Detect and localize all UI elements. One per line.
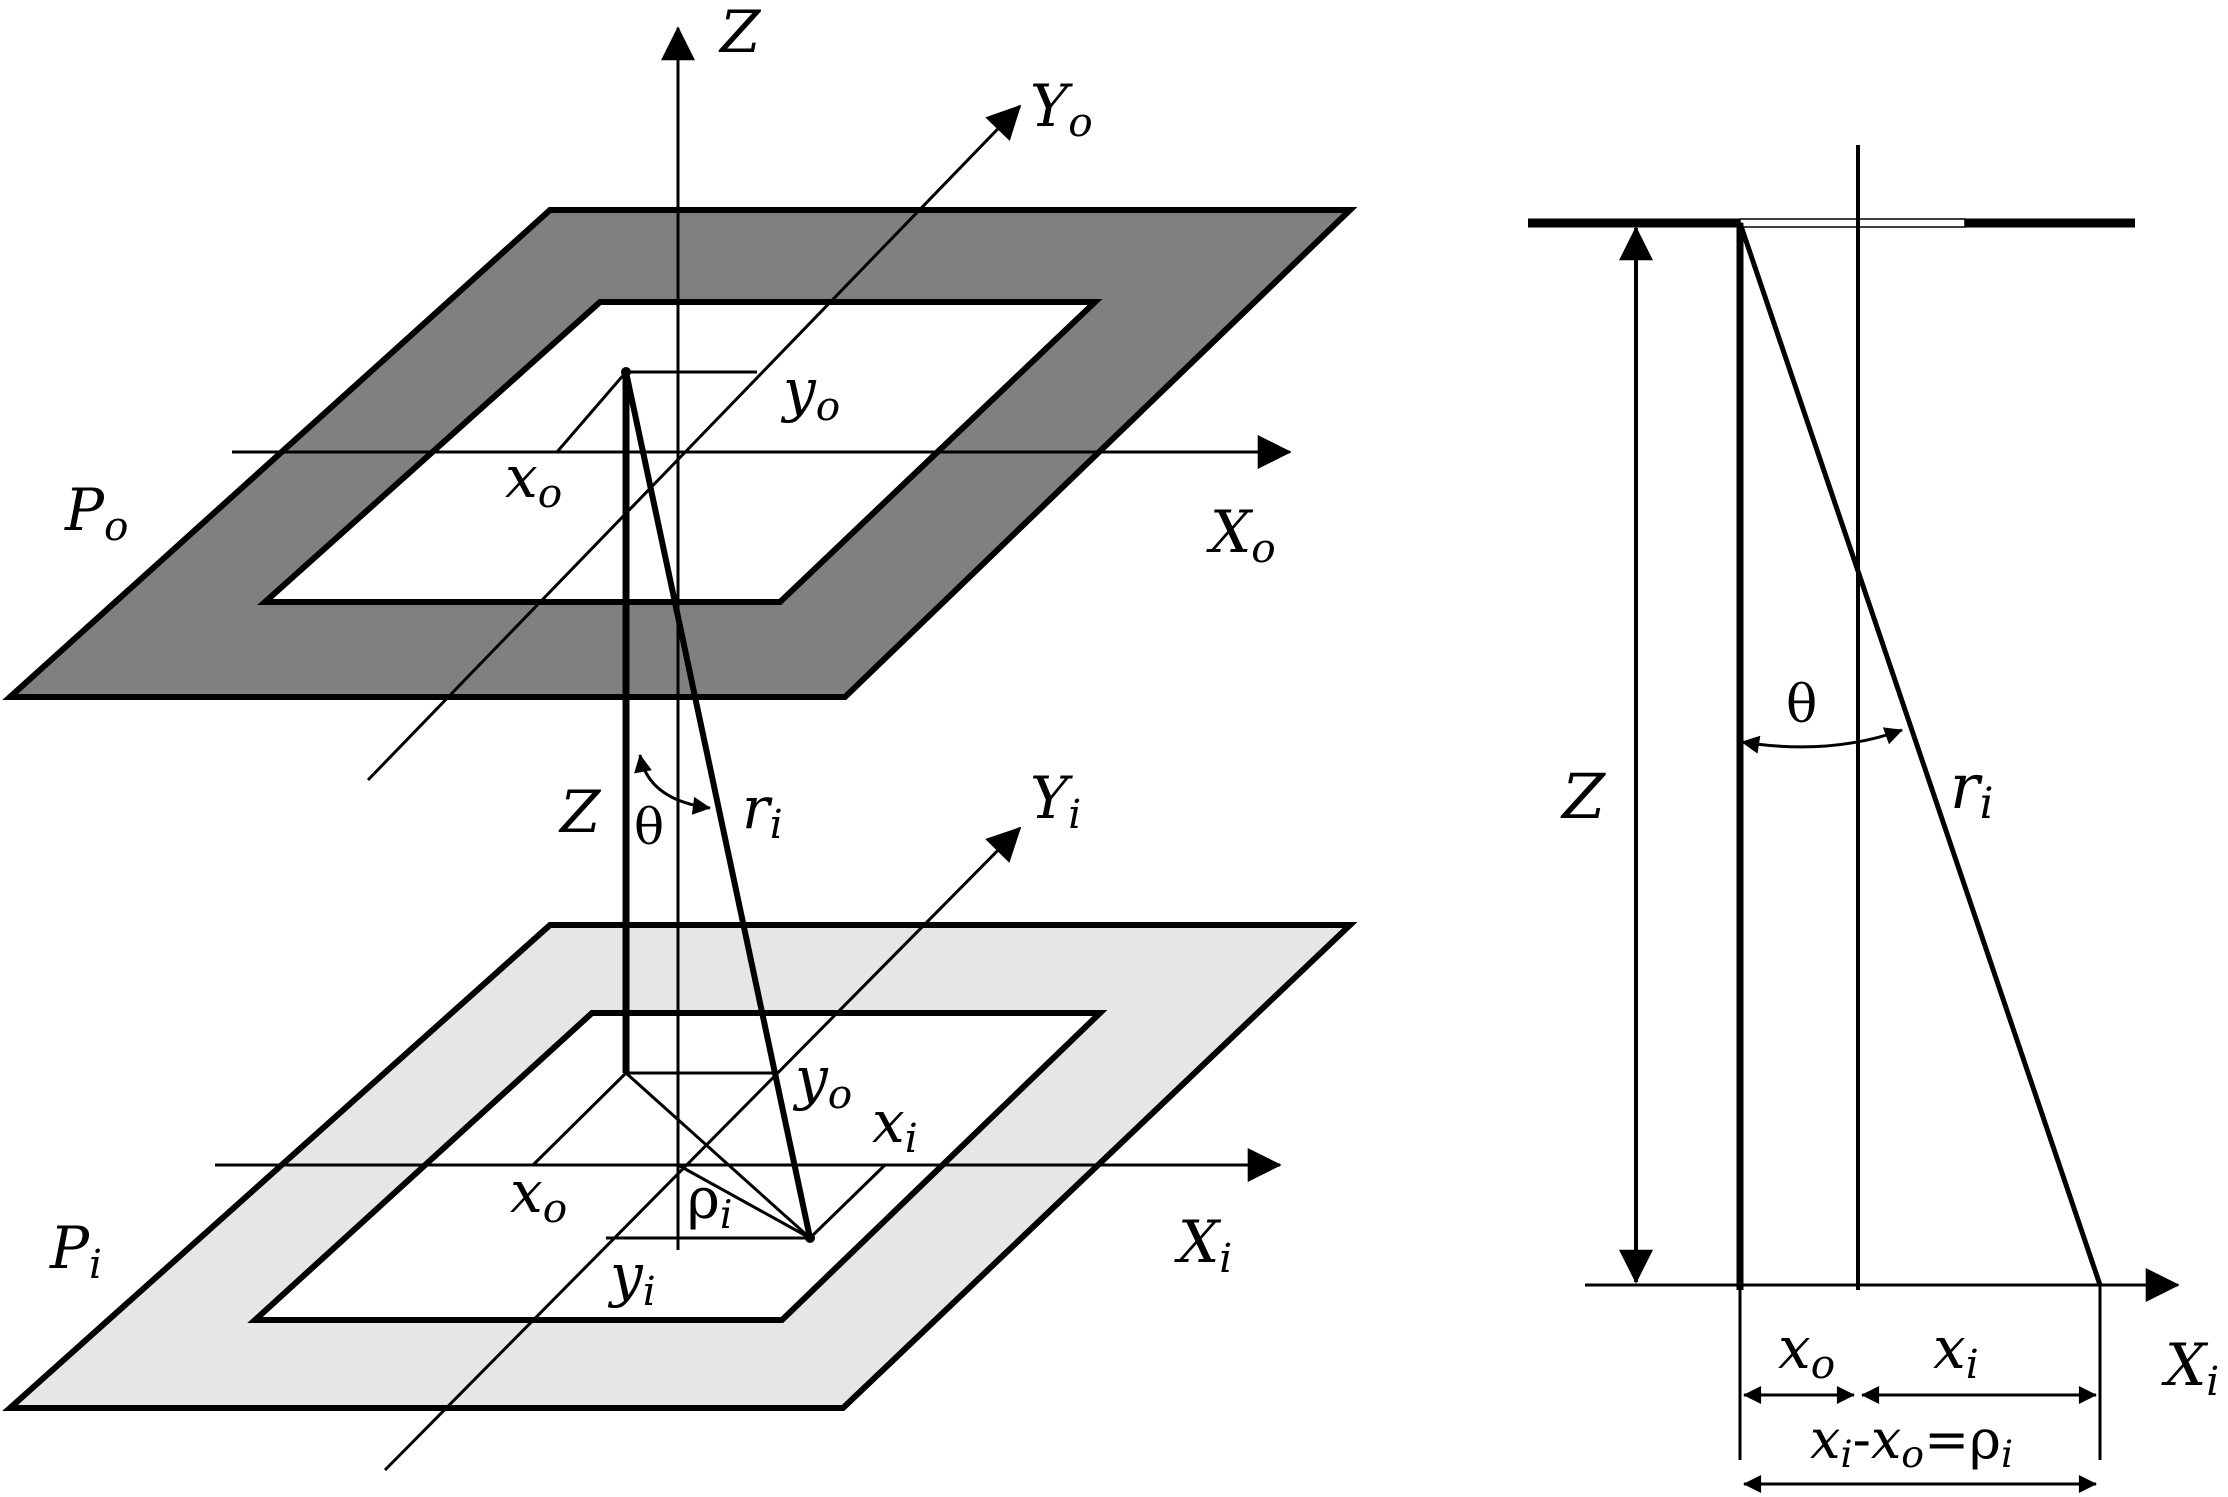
label-theta-left: θ [634, 798, 664, 856]
ray-ri-right [1737, 222, 2103, 1286]
label-xi-bottom: xi [872, 1088, 918, 1162]
diag-to-point [624, 1071, 812, 1240]
label-yi-axis: Yi [1030, 764, 1081, 838]
label-xi-axis: Xi [1174, 1208, 1232, 1282]
xo-projection-top [555, 371, 628, 453]
rho-line [677, 1163, 811, 1240]
label-ri-left: ri [742, 774, 783, 848]
label-z-axis: Z [718, 0, 762, 66]
theta-arc-right [1741, 727, 1903, 754]
xo-projection-bottom [531, 1071, 628, 1167]
ray-ri [623, 371, 813, 1239]
label-z-right: Z [1560, 760, 1606, 833]
label-yo-top: yo [780, 356, 840, 430]
label-xo-bottom: xo [510, 1158, 567, 1232]
label-yo-bottom: yo [792, 1044, 852, 1118]
xi-projection [808, 1163, 887, 1240]
label-xo-axis: Xo [1206, 498, 1276, 572]
theta-arc-left [634, 754, 711, 815]
source-point [621, 367, 631, 377]
label-pi-plane: Pi [49, 1214, 102, 1288]
label-rho-bottom: ρi [687, 1167, 732, 1238]
side-view [1528, 145, 2180, 1493]
label-ri-right: ri [1950, 750, 1994, 829]
label-xi-right: xi [1933, 1314, 1979, 1388]
yi-axis [383, 826, 1022, 1472]
label-xo-top: xo [505, 443, 562, 517]
label-z-left: Z [558, 778, 602, 846]
label-yi-bottom: yi [607, 1241, 656, 1315]
label-po-plane: Po [64, 476, 128, 550]
label-theta-right: θ [1786, 675, 1817, 735]
label-xo-right: xo [1778, 1314, 1835, 1388]
label-xi-axis-right: Xi [2161, 1331, 2219, 1405]
label-formula: xi-xo=ρi [1810, 1408, 2013, 1476]
image-point [805, 1233, 815, 1243]
aperture-gap [1739, 218, 1966, 228]
yo-axis [366, 104, 1022, 782]
label-yo-axis: Yo [1030, 72, 1093, 146]
